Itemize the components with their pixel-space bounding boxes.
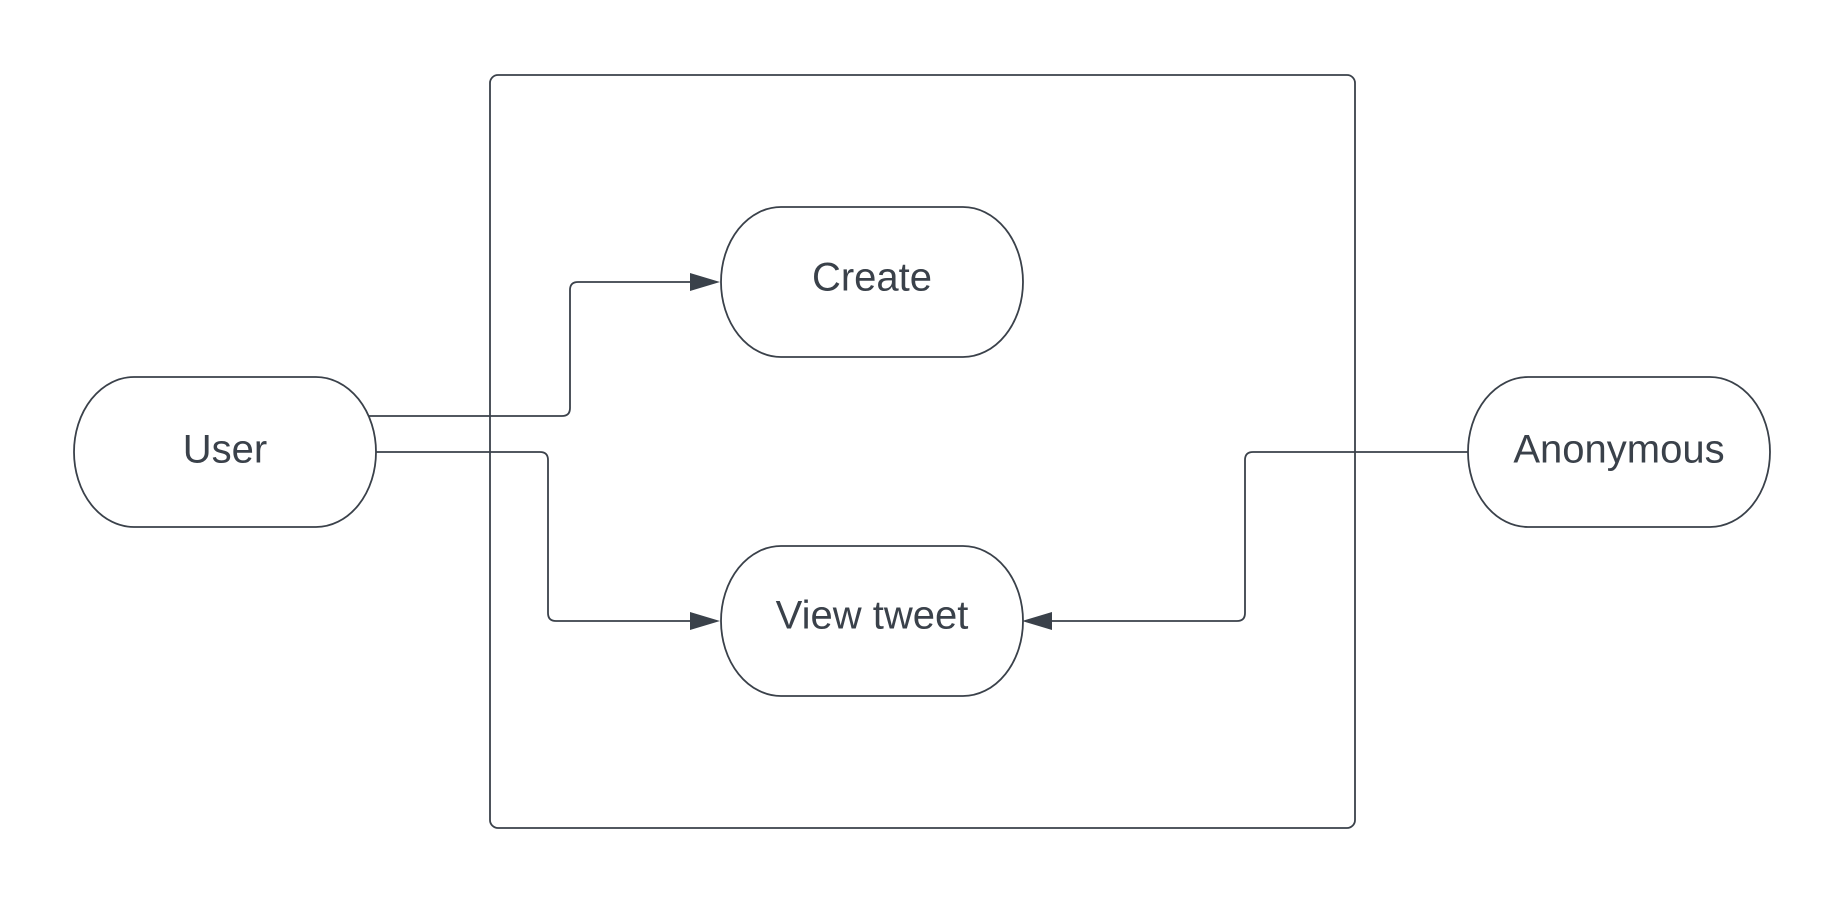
edge-user-to-create — [368, 281, 692, 417]
actor-anonymous-label: Anonymous — [1513, 428, 1724, 472]
system-boundary — [489, 74, 1356, 829]
usecase-create-shape — [720, 206, 1024, 358]
arrowhead-view-tweet-right — [1022, 612, 1052, 630]
actor-user-shape — [73, 376, 377, 528]
usecase-create[interactable]: Create — [720, 206, 1024, 358]
usecase-view-tweet[interactable]: View tweet — [720, 545, 1024, 697]
arrowhead-create — [690, 273, 720, 291]
usecase-view-tweet-label: View tweet — [776, 594, 969, 638]
actor-anonymous[interactable]: Anonymous — [1467, 376, 1771, 528]
edge-user-to-view-tweet — [376, 451, 692, 622]
edge-anonymous-to-view-tweet — [1052, 451, 1468, 622]
actor-anonymous-shape — [1467, 376, 1771, 528]
actor-user[interactable]: User — [73, 376, 377, 528]
actor-user-label: User — [183, 428, 267, 472]
usecase-view-tweet-shape — [720, 545, 1024, 697]
arrowhead-view-tweet-left — [690, 612, 720, 630]
usecase-create-label: Create — [812, 256, 932, 300]
